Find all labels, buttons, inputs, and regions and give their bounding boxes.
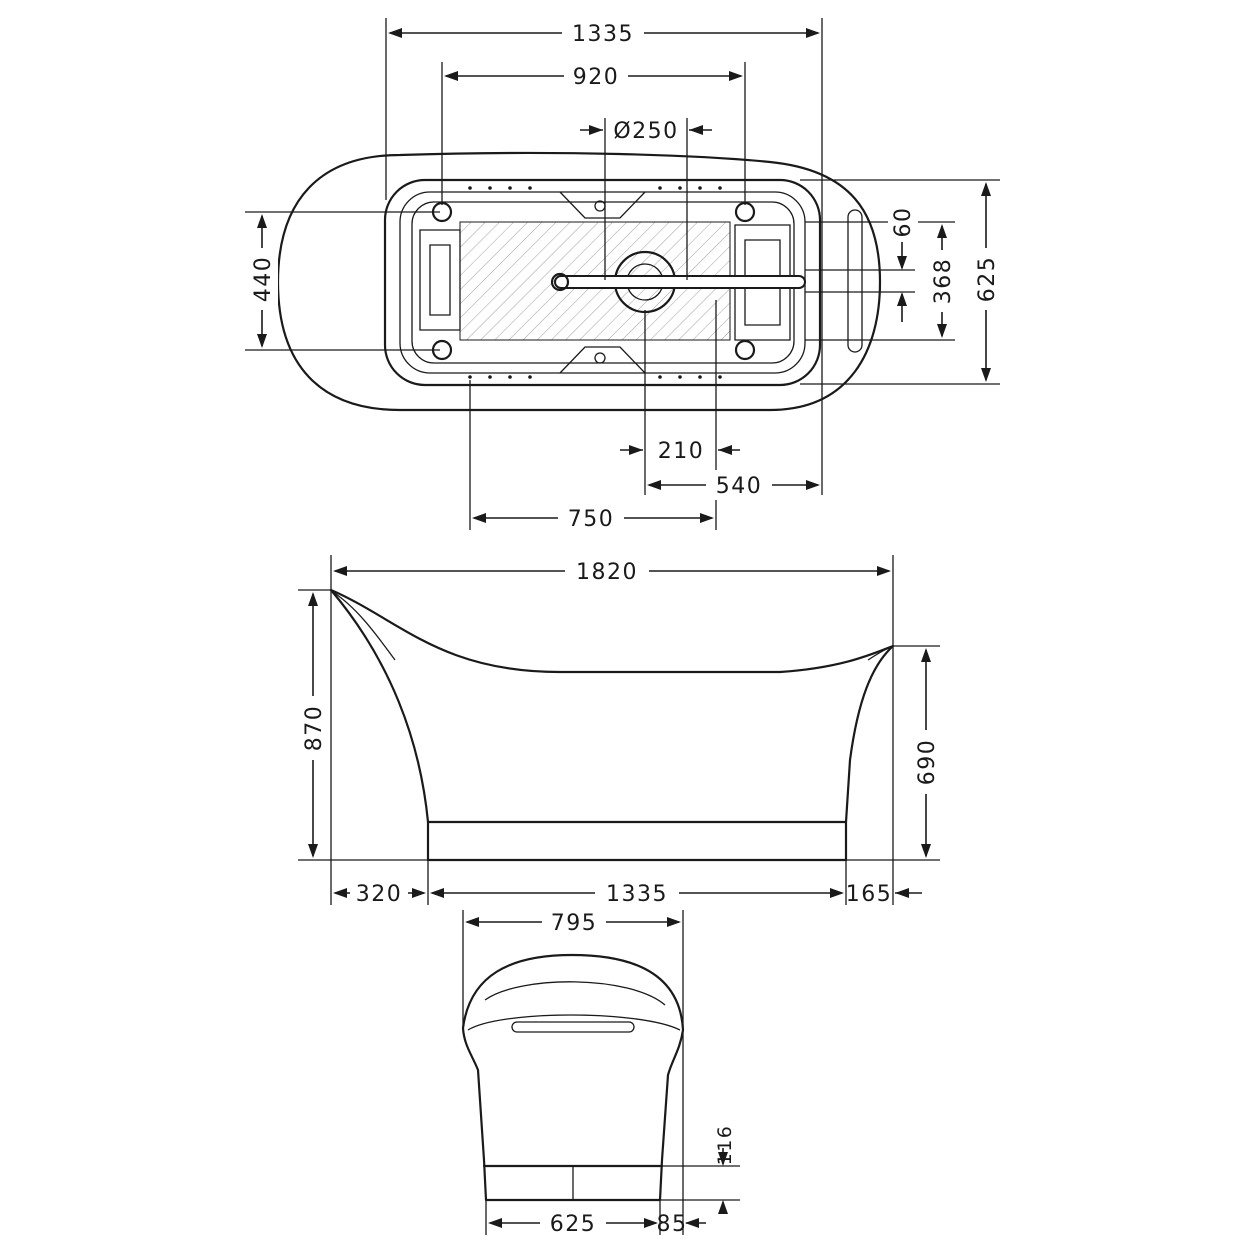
hole-icon	[594, 352, 606, 364]
dim-label: 1335	[606, 882, 668, 907]
dimension-60: 60	[888, 200, 918, 322]
dimension-625-end: 625	[488, 1208, 658, 1238]
dimension-210: 210	[620, 439, 740, 464]
waste-pipe	[554, 275, 806, 289]
headrest-right-panel	[734, 224, 791, 341]
dim-label: 690	[915, 739, 940, 786]
dim-label: 1335	[572, 22, 634, 47]
dim-label: 440	[251, 256, 276, 303]
dimension-85: 85	[657, 1212, 706, 1237]
dim-label: 1820	[576, 560, 638, 585]
dimension-750: 750	[472, 503, 714, 533]
dim-label: 795	[551, 911, 598, 936]
dimension-1335-side: 1335	[430, 878, 844, 908]
side-extension-lines	[298, 555, 940, 905]
rim-inner-line	[332, 591, 396, 661]
dim-label: 750	[568, 507, 615, 532]
end-view: 795 625 85 116	[461, 907, 740, 1238]
pipe-end-icon	[550, 272, 570, 292]
dimension-440: 440	[248, 214, 278, 348]
overflow-slot	[847, 209, 863, 353]
dimension-368: 368	[928, 224, 958, 338]
dimension-165: 165	[846, 882, 922, 907]
dimension-drain-250: Ø250	[580, 119, 712, 144]
tub-end-profile	[461, 953, 685, 1202]
dimension-320: 320	[333, 878, 426, 908]
dim-label: 85	[657, 1212, 688, 1237]
dimension-1335-top: 1335	[388, 18, 820, 48]
dim-label: 320	[356, 882, 403, 907]
dimension-795: 795	[465, 907, 681, 937]
dimension-540: 540	[647, 470, 820, 500]
dim-label: Ø250	[613, 119, 678, 144]
dim-label: 116	[714, 1125, 736, 1166]
dim-label: 870	[302, 705, 327, 752]
dim-label: 625	[975, 256, 1000, 303]
headrest-inner-curve	[484, 981, 666, 1006]
top-view: 1335 920 Ø250 440	[245, 18, 1002, 533]
center-notch-top	[559, 191, 646, 219]
dimension-920: 920	[444, 61, 743, 91]
headrest-curve	[467, 1014, 681, 1031]
end-extension-lines	[462, 910, 740, 1235]
dim-label: 165	[846, 882, 893, 907]
dimension-690: 690	[912, 648, 942, 858]
dimension-625-top: 625	[972, 182, 1002, 382]
tub-outer-outline	[276, 151, 882, 412]
dim-label: 368	[931, 258, 956, 305]
dim-label: 920	[573, 65, 620, 90]
top-extension-lines	[245, 18, 1000, 530]
dim-label: 210	[658, 439, 705, 464]
basin-rim	[383, 178, 822, 387]
headrest-left-panel	[419, 229, 461, 331]
dimension-1820: 1820	[333, 556, 891, 586]
jet-dots	[468, 186, 722, 379]
side-view: 1820 870 690 320	[298, 555, 942, 908]
dimension-116: 116	[714, 1125, 736, 1214]
corner-foot-icon	[734, 339, 756, 361]
tub-side-profile	[329, 588, 895, 862]
center-notch-bottom	[559, 346, 646, 374]
rim-right-line	[867, 645, 894, 661]
dimension-870: 870	[299, 592, 329, 858]
dim-label: 60	[891, 207, 916, 238]
dim-label: 540	[716, 474, 763, 499]
dim-label: 625	[550, 1212, 597, 1237]
overflow-slot-end	[511, 1021, 635, 1033]
corner-foot-icon	[734, 201, 756, 223]
